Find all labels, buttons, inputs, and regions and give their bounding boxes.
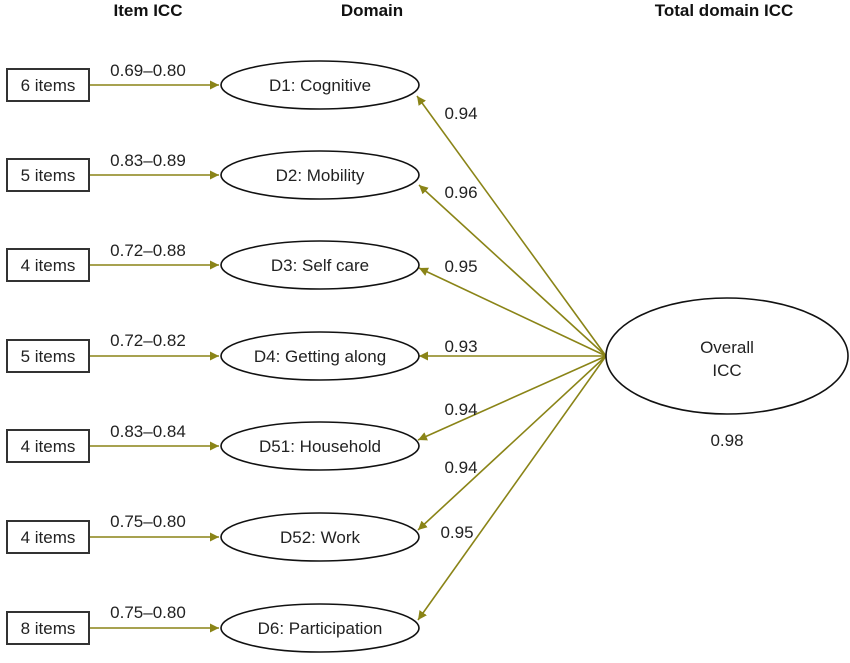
overall-label-line1: Overall <box>700 338 754 357</box>
item-box-4: 5 items <box>6 339 90 373</box>
domain-arrow-2 <box>418 184 607 357</box>
domain-node-6: D52: Work <box>220 512 420 562</box>
header-item-icc: Item ICC <box>114 1 183 20</box>
item-box-3: 4 items <box>6 248 90 282</box>
item-count-6: 4 items <box>21 528 76 547</box>
domain-arrow-7 <box>417 355 607 621</box>
item-icc-7: 0.75–0.80 <box>110 603 186 622</box>
domain-icc-6: 0.94 <box>444 458 477 477</box>
item-icc-4: 0.72–0.82 <box>110 331 186 350</box>
domain-node-5: D51: Household <box>220 421 420 471</box>
item-count-2: 5 items <box>21 166 76 185</box>
domain-arrow-5 <box>417 355 607 441</box>
item-count-3: 4 items <box>21 256 76 275</box>
domain-label-3: D3: Self care <box>271 256 369 275</box>
overall-label-line2: ICC <box>712 361 741 380</box>
domain-node-7: D6: Participation <box>220 603 420 653</box>
domain-icc-4: 0.93 <box>444 337 477 356</box>
item-icc-6: 0.75–0.80 <box>110 512 186 531</box>
domain-label-4: D4: Getting along <box>254 347 386 366</box>
item-box-2: 5 items <box>6 158 90 192</box>
header-domain: Domain <box>341 1 403 20</box>
header-total-domain-icc: Total domain ICC <box>655 1 794 20</box>
domain-node-4: D4: Getting along <box>220 331 420 381</box>
domain-icc-3: 0.95 <box>444 257 477 276</box>
domain-node-2: D2: Mobility <box>220 150 420 200</box>
item-arrows <box>89 80 219 633</box>
domain-label-5: D51: Household <box>259 437 381 456</box>
domain-node-1: D1: Cognitive <box>220 60 420 110</box>
domain-arrows <box>416 95 607 621</box>
domain-icc-1: 0.94 <box>444 104 477 123</box>
item-box-7: 8 items <box>6 611 90 645</box>
item-count-4: 5 items <box>21 347 76 366</box>
domain-icc-2: 0.96 <box>444 183 477 202</box>
domain-label-2: D2: Mobility <box>276 166 365 185</box>
domain-label-7: D6: Participation <box>258 619 383 638</box>
item-icc-5: 0.83–0.84 <box>110 422 186 441</box>
item-count-7: 8 items <box>21 619 76 638</box>
domain-node-3: D3: Self care <box>220 240 420 290</box>
item-count-5: 4 items <box>21 437 76 456</box>
overall-node: Overall ICC <box>605 297 849 415</box>
item-box-1: 6 items <box>6 68 90 102</box>
item-box-5: 4 items <box>6 429 90 463</box>
domain-arrow-3 <box>418 267 607 357</box>
domain-icc-7: 0.95 <box>440 523 473 542</box>
domain-label-6: D52: Work <box>280 528 360 547</box>
domain-label-1: D1: Cognitive <box>269 76 371 95</box>
item-box-6: 4 items <box>6 520 90 554</box>
domain-arrow-6 <box>417 355 607 531</box>
overall-icc-value: 0.98 <box>710 431 743 450</box>
item-count-1: 6 items <box>21 76 76 95</box>
item-icc-1: 0.69–0.80 <box>110 61 186 80</box>
item-icc-2: 0.83–0.89 <box>110 151 186 170</box>
item-icc-3: 0.72–0.88 <box>110 241 186 260</box>
domain-arrow-1 <box>416 95 607 357</box>
domain-icc-5: 0.94 <box>444 400 477 419</box>
